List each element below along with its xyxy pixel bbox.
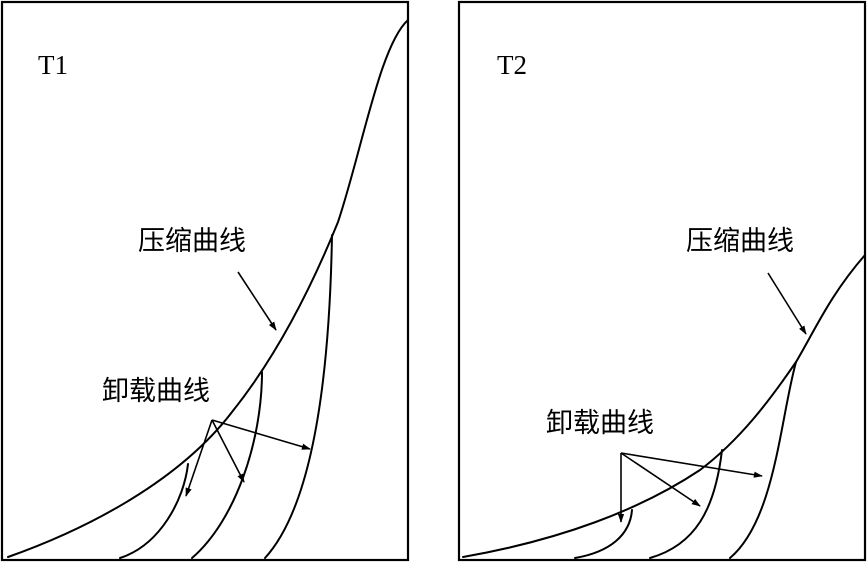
panel-t2-unloading-pointer-3 — [620, 452, 763, 478]
panel-t2-unloading-curve-1 — [574, 509, 633, 559]
panel-t2: T2 压缩曲线 卸载曲线 — [457, 0, 867, 562]
panel-t1-unloading-pointer-3 — [211, 419, 311, 450]
panel-t2-unloading-pointer-2 — [620, 452, 701, 507]
panel-t1-unloading-curve-3 — [264, 234, 333, 559]
panel-t1-unloading-curve-1 — [119, 463, 189, 559]
panel-t1-unloading-label: 卸载曲线 — [102, 376, 210, 407]
panel-t1: T1 压缩曲线 卸载曲线 — [0, 0, 410, 562]
panel-t2-compression-curve — [462, 254, 866, 558]
panel-t2-title: T2 — [497, 50, 527, 80]
panel-t2-compression-label: 压缩曲线 — [686, 226, 794, 257]
panel-t1-compression-pointer — [237, 271, 277, 331]
panel-t1-frame — [0, 0, 410, 562]
panel-t1-unloading-pointer-2 — [211, 419, 245, 483]
panel-t2-compression-pointer — [767, 272, 807, 335]
panel-t1-title: T1 — [38, 50, 68, 80]
panel-t1-compression-curve — [7, 19, 409, 558]
panel-t2-unloading-curve-3 — [729, 361, 797, 559]
panel-t1-compression-label: 压缩曲线 — [138, 226, 246, 257]
panel-t2-unloading-curve-2 — [649, 449, 723, 559]
panel-t2-unloading-label: 卸载曲线 — [546, 408, 654, 439]
panel-t2-frame — [457, 0, 867, 562]
panel-t1-unloading-pointer-1 — [185, 419, 213, 497]
